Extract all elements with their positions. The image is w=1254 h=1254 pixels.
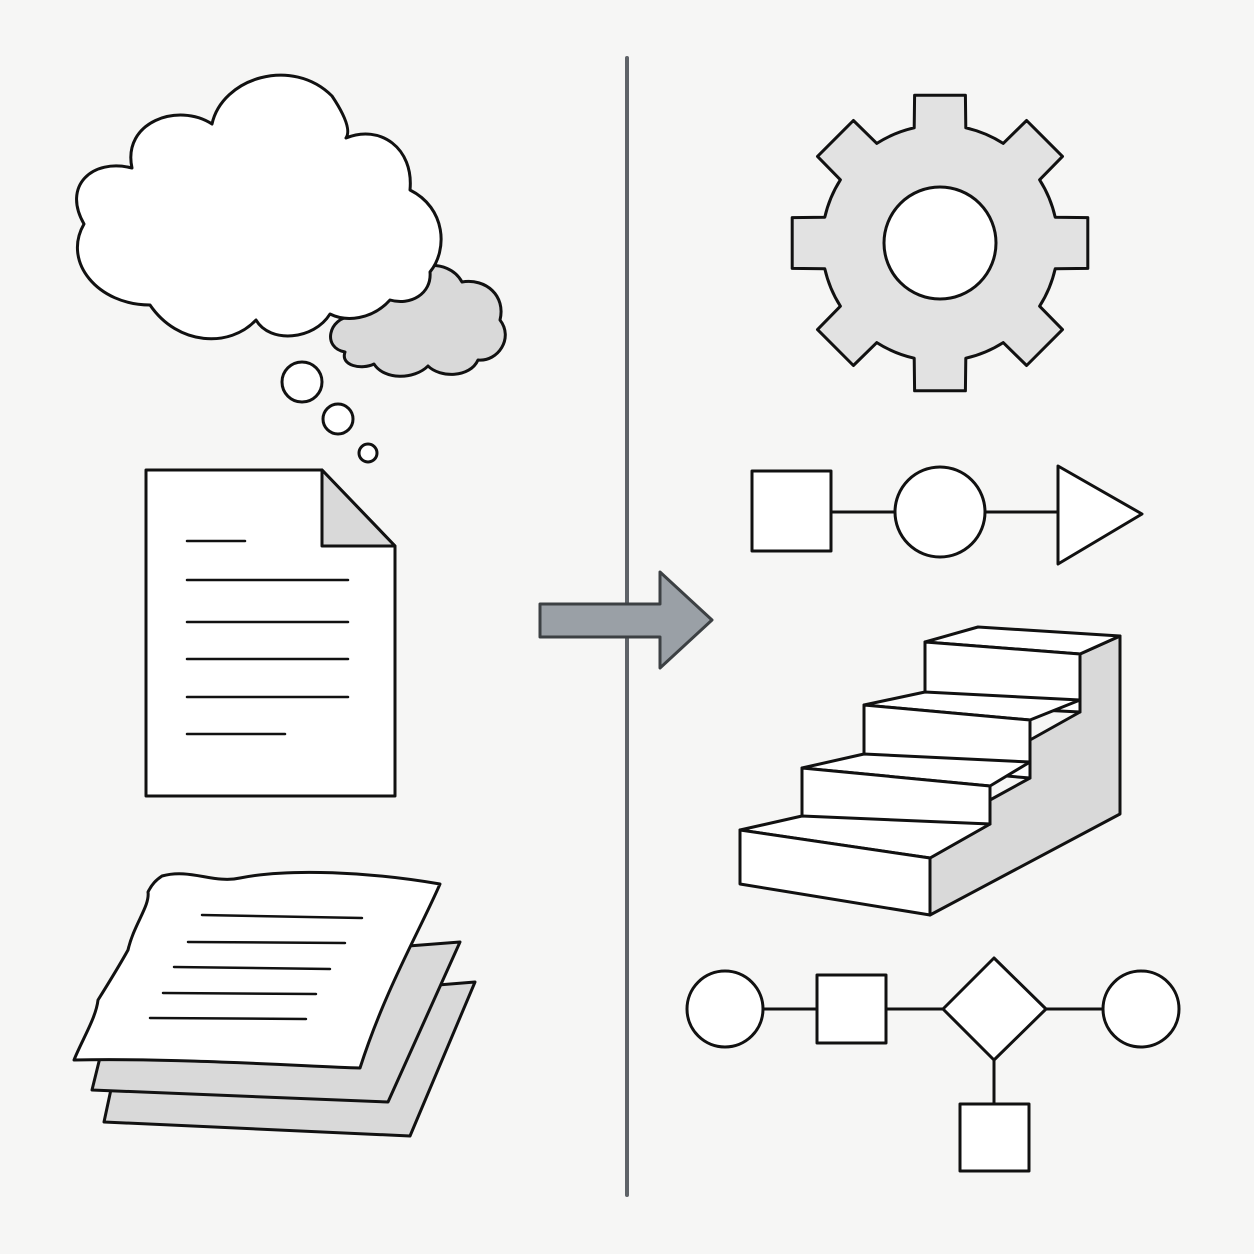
thought-bubble-medium <box>321 402 355 436</box>
paper-line <box>172 965 332 971</box>
thought-cloud-icon <box>75 73 507 464</box>
left-panel <box>72 73 507 1138</box>
document-fold <box>320 468 397 548</box>
branching-flowchart-icon <box>685 956 1181 1173</box>
arrow-right-icon <box>538 570 714 670</box>
flow-process-square <box>815 973 888 1045</box>
flow-circle <box>893 465 987 559</box>
large-cloud <box>75 73 443 341</box>
right-panel <box>685 93 1181 1173</box>
flow-triangle <box>1056 464 1144 566</box>
flow-end-circle <box>1101 969 1181 1049</box>
stair-riser <box>738 828 932 917</box>
paper-stack-icon <box>72 870 477 1138</box>
document-page <box>144 468 397 798</box>
thought-bubble-small <box>357 442 379 464</box>
flow-branch-square <box>958 1102 1031 1173</box>
thought-bubble-large <box>280 360 324 404</box>
paper-line <box>161 991 318 996</box>
gear-hole <box>882 185 998 301</box>
flow-decision-diamond <box>941 956 1048 1062</box>
linear-flow-icon <box>750 464 1144 566</box>
gear-icon <box>790 93 1090 393</box>
paper-line <box>186 940 347 945</box>
paper-line <box>148 1016 308 1021</box>
document-icon <box>144 468 397 798</box>
flow-start-circle <box>685 969 765 1049</box>
flow-square <box>750 469 833 553</box>
staircase-icon <box>738 625 1122 917</box>
paper-line <box>200 913 364 920</box>
